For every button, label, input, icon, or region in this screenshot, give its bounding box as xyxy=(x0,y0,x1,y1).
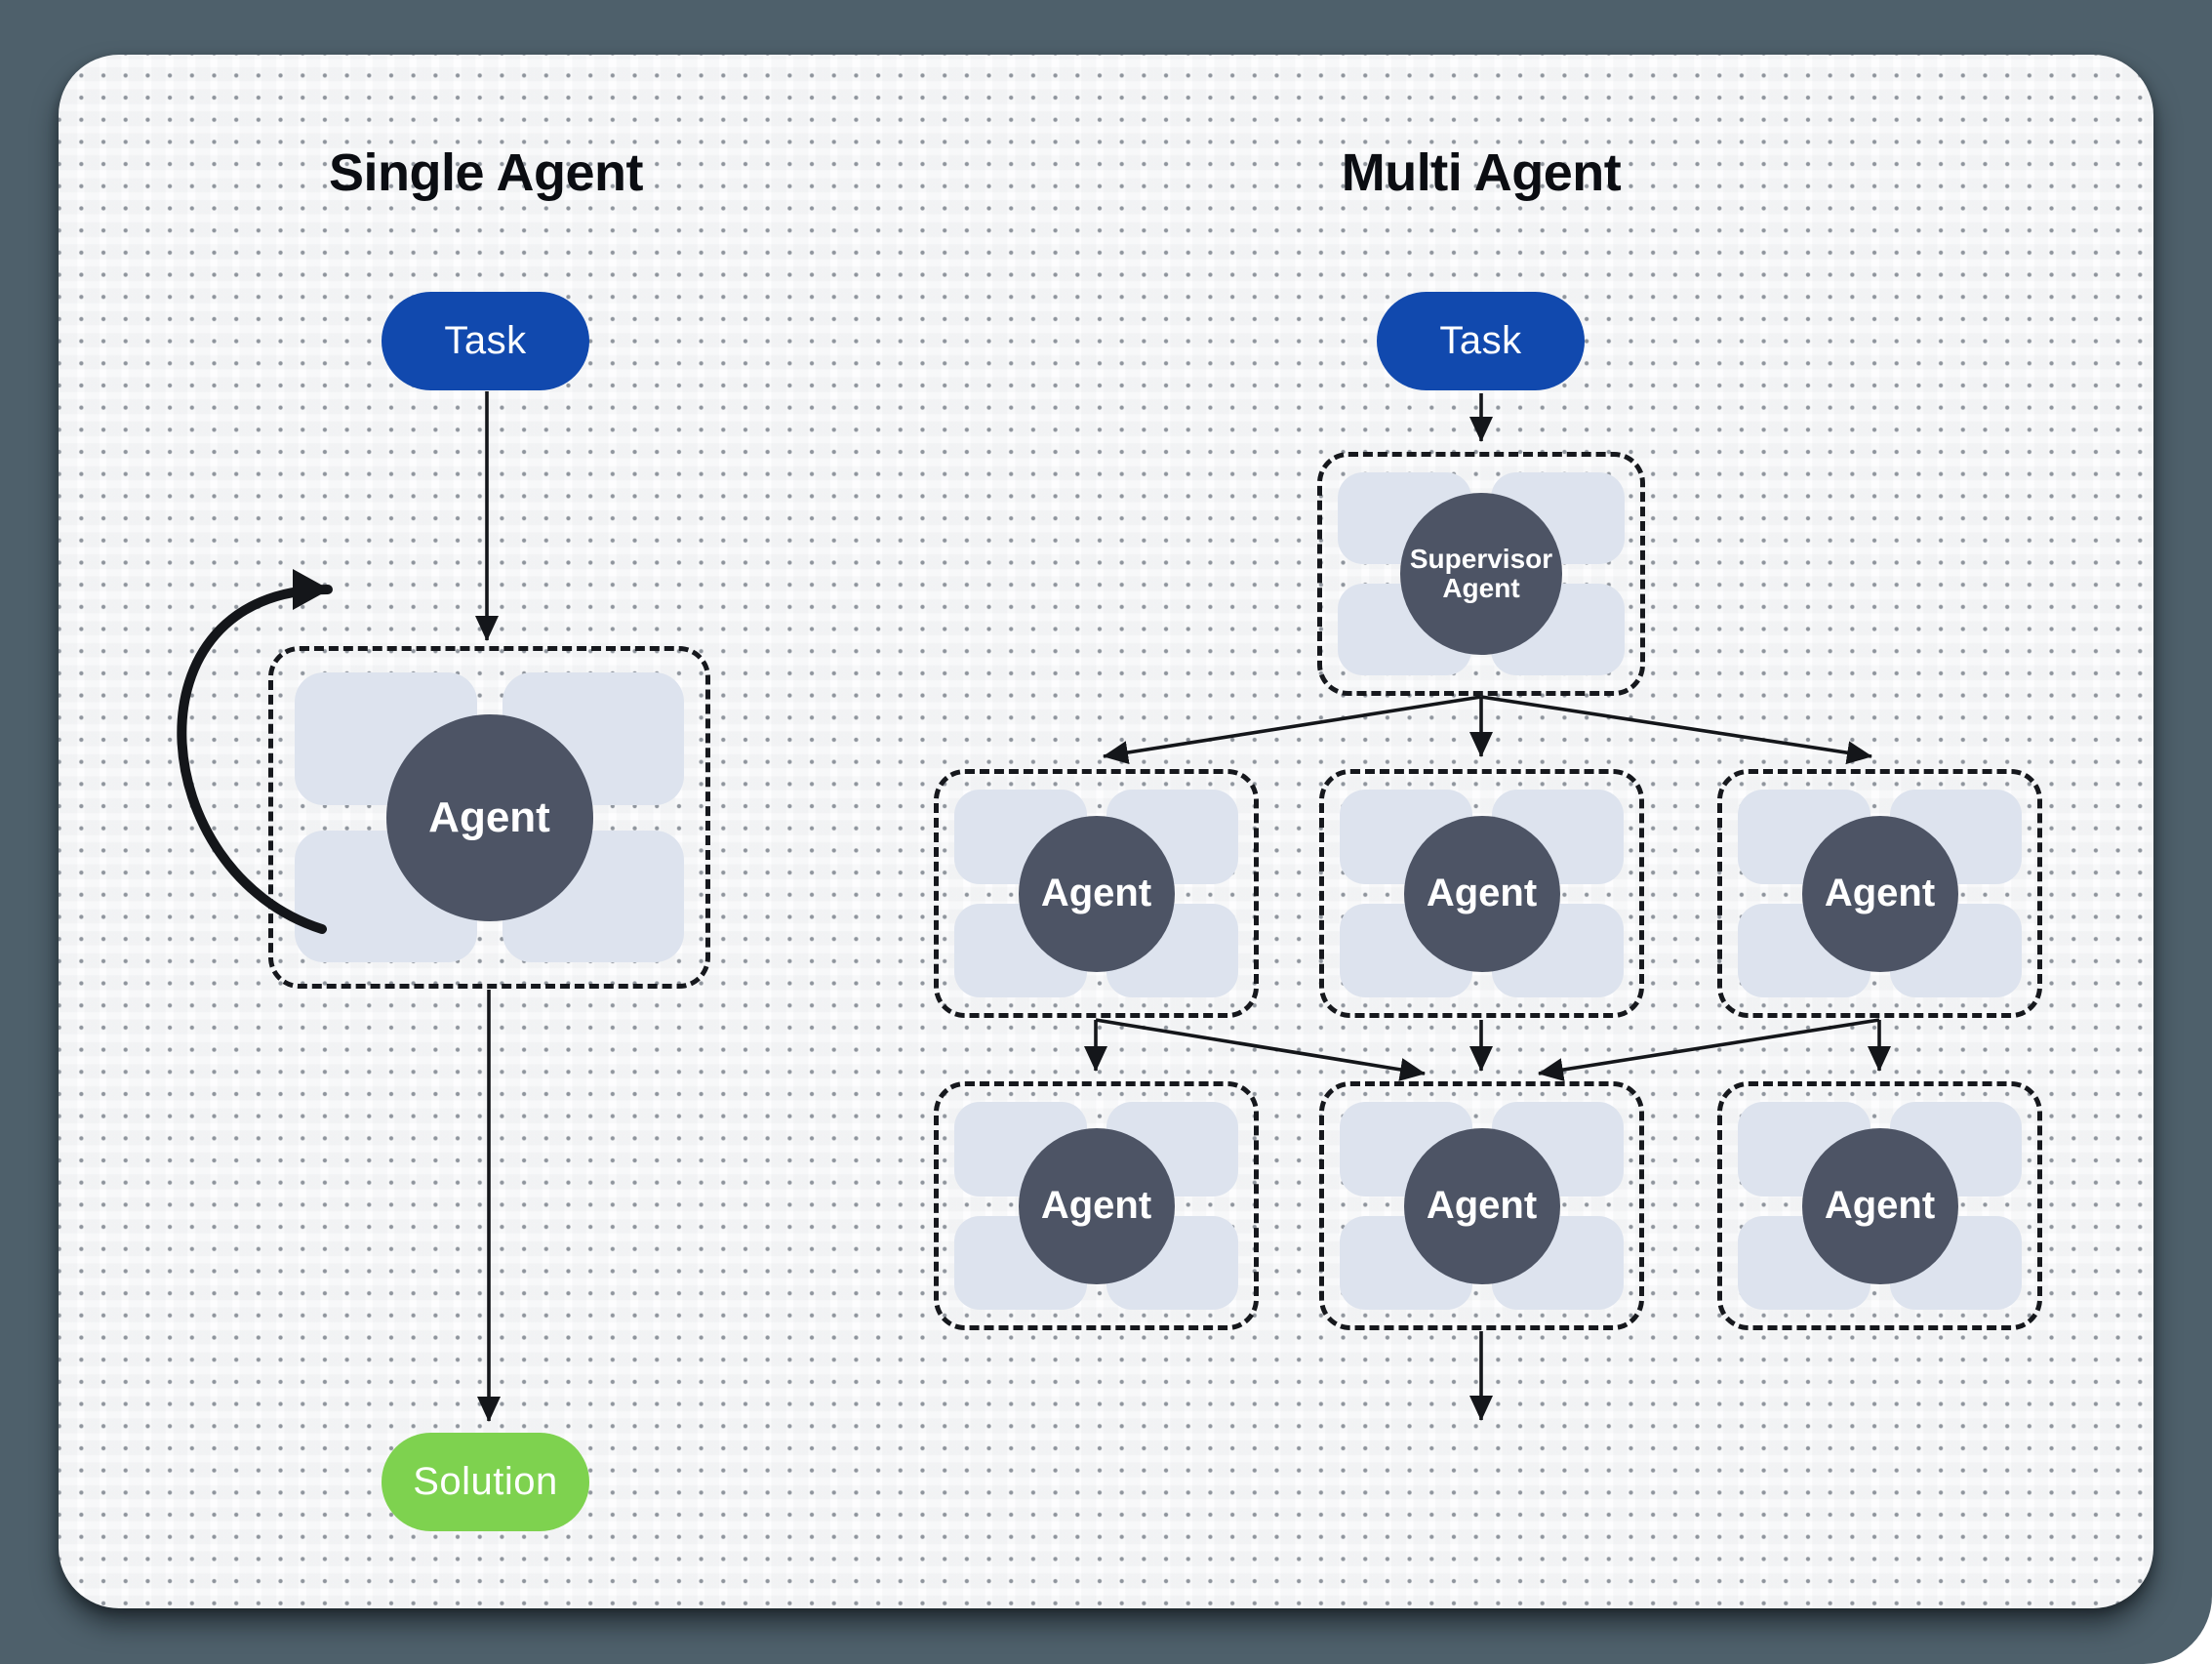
agent-circle: Agent xyxy=(1403,1127,1560,1284)
solution-label: Solution xyxy=(413,1460,558,1503)
agent-circle: Agent xyxy=(1018,815,1175,972)
agent-label: Agent xyxy=(428,792,550,841)
agent-label: Agent xyxy=(1426,872,1538,914)
task-pill-single: Task xyxy=(382,292,589,390)
agent-label: Agent xyxy=(1040,1184,1152,1227)
task-label: Task xyxy=(1439,319,1522,362)
agent-label: Agent xyxy=(1824,872,1936,914)
multi-agent-title: Multi Agent xyxy=(1341,143,1622,202)
single-agent-title: Single Agent xyxy=(328,143,644,202)
solution-pill-single: Solution xyxy=(382,1433,589,1531)
agent-box-row2-middle: Agent xyxy=(1319,1081,1644,1330)
agent-circle: Agent xyxy=(385,713,593,921)
agent-box-row1-middle: Agent xyxy=(1319,769,1644,1018)
agent-circle: Agent xyxy=(1403,815,1560,972)
task-pill-multi: Task xyxy=(1377,292,1585,390)
task-label: Task xyxy=(444,319,527,362)
agent-circle: Agent xyxy=(1801,815,1958,972)
agent-circle: Agent xyxy=(1801,1127,1958,1284)
agent-label: Agent xyxy=(1824,1184,1936,1227)
agent-box-single: Agent xyxy=(268,646,710,989)
agent-box-row1-left: Agent xyxy=(934,769,1259,1018)
agent-box-row1-right: Agent xyxy=(1717,769,2042,1018)
agent-box-row2-left: Agent xyxy=(934,1081,1259,1330)
agent-label: Agent xyxy=(1426,1184,1538,1227)
agent-circle: Agent xyxy=(1018,1127,1175,1284)
supervisor-label: Supervisor Agent xyxy=(1409,543,1553,603)
supervisor-box: Supervisor Agent xyxy=(1317,452,1645,696)
supervisor-circle: Supervisor Agent xyxy=(1400,493,1562,655)
agent-label: Agent xyxy=(1040,872,1152,914)
agent-box-row2-right: Agent xyxy=(1717,1081,2042,1330)
